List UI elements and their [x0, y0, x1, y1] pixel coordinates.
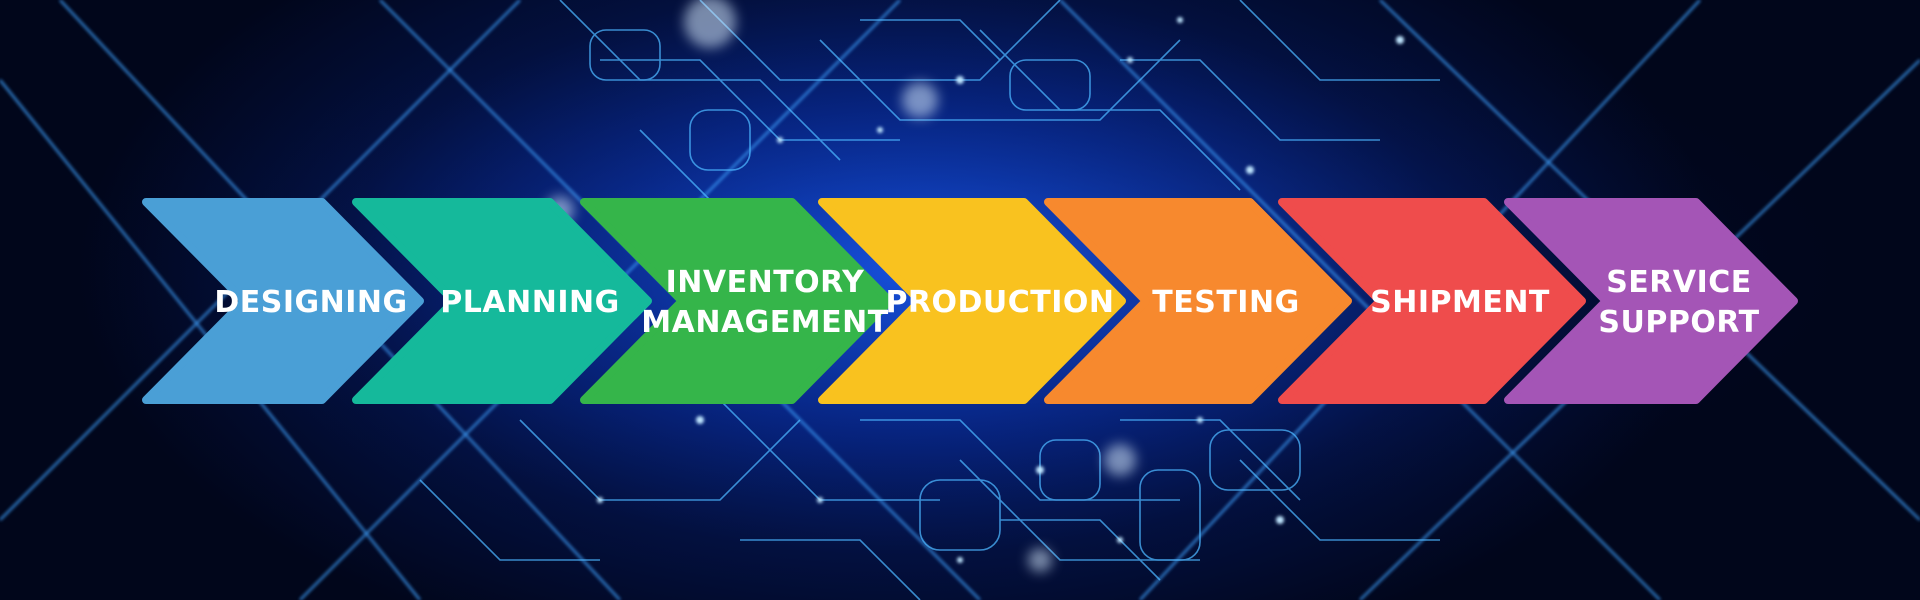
step-designing: DESIGNING — [142, 198, 424, 404]
step-inventory-management-label-line-1: INVENTORY — [666, 265, 866, 300]
step-testing-chevron — [1044, 198, 1352, 404]
step-inventory-management-label-line-2: MANAGEMENT — [641, 305, 888, 340]
step-designing-label: DESIGNING — [214, 285, 407, 320]
step-production-label: PRODUCTION — [885, 285, 1114, 320]
step-shipment-chevron — [1278, 198, 1586, 404]
step-planning-chevron — [352, 198, 652, 404]
step-production-chevron — [818, 198, 1126, 404]
step-service-support-label-line-1: SERVICE — [1606, 265, 1752, 300]
step-inventory-management: INVENTORY MANAGEMENT — [580, 198, 894, 404]
step-service-support: SERVICE SUPPORT — [1504, 198, 1798, 404]
step-inventory-management-chevron — [580, 198, 894, 404]
step-service-support-label-line-2: SUPPORT — [1598, 305, 1759, 340]
step-service-support-chevron — [1504, 198, 1798, 404]
step-testing-label: TESTING — [1152, 285, 1299, 320]
step-shipment: SHIPMENT — [1278, 198, 1586, 404]
step-planning: PLANNING — [352, 198, 652, 404]
step-designing-chevron — [142, 198, 424, 404]
step-production: PRODUCTION — [818, 198, 1126, 404]
step-planning-label: PLANNING — [440, 285, 619, 320]
step-testing: TESTING — [1044, 198, 1352, 404]
step-shipment-label: SHIPMENT — [1370, 285, 1550, 320]
